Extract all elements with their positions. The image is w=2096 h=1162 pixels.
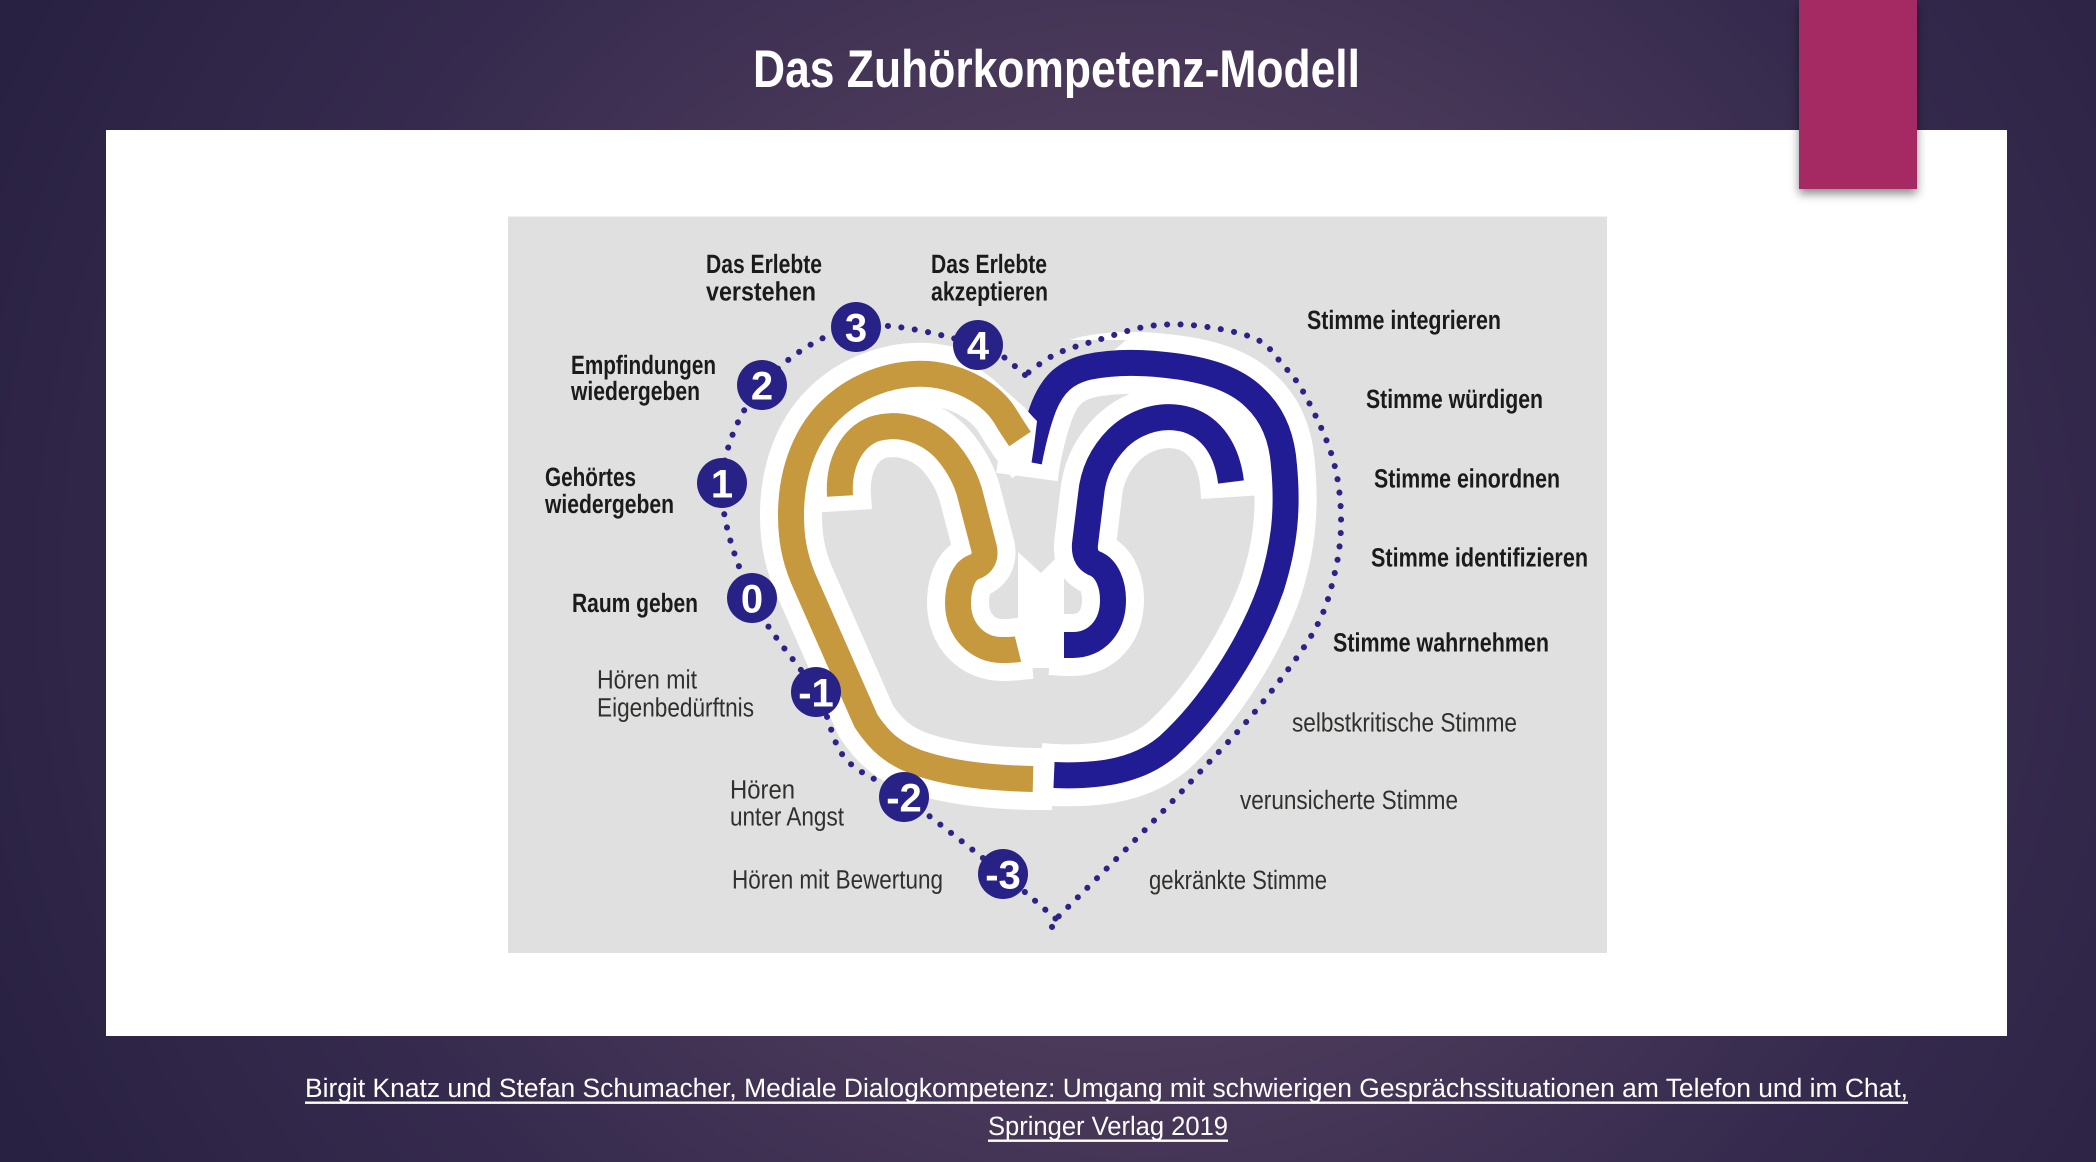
svg-text:Stimme einordnen: Stimme einordnen [1374, 464, 1560, 494]
svg-text:unter Angst: unter Angst [730, 802, 845, 832]
svg-text:Empfindungen: Empfindungen [571, 350, 716, 380]
svg-text:Das Zuhörkompetenz-Modell: Das Zuhörkompetenz-Modell [753, 40, 1360, 99]
svg-text:0: 0 [741, 577, 763, 621]
svg-text:selbstkritische Stimme: selbstkritische Stimme [1292, 708, 1517, 738]
svg-text:Stimme integrieren: Stimme integrieren [1307, 305, 1501, 335]
svg-text:wiedergeben: wiedergeben [544, 489, 674, 519]
svg-text:verunsicherte Stimme: verunsicherte Stimme [1240, 785, 1458, 815]
svg-text:4: 4 [967, 324, 990, 368]
svg-text:-1: -1 [798, 671, 834, 715]
svg-text:Springer Verlag 2019: Springer Verlag 2019 [988, 1111, 1228, 1141]
svg-text:-3: -3 [985, 853, 1021, 897]
svg-text:Das Erlebte: Das Erlebte [706, 249, 822, 279]
svg-text:Das Erlebte: Das Erlebte [931, 249, 1047, 279]
svg-text:2: 2 [751, 364, 773, 408]
svg-text:Gehörtes: Gehörtes [545, 462, 636, 492]
svg-text:1: 1 [711, 462, 733, 506]
svg-text:akzeptieren: akzeptieren [931, 277, 1048, 307]
svg-text:Eigenbedürftnis: Eigenbedürftnis [597, 693, 754, 723]
svg-text:gekränkte Stimme: gekränkte Stimme [1149, 865, 1327, 895]
svg-text:wiedergeben: wiedergeben [570, 376, 700, 406]
svg-text:Stimme identifizieren: Stimme identifizieren [1371, 543, 1588, 573]
svg-text:Stimme würdigen: Stimme würdigen [1366, 384, 1543, 414]
svg-text:Stimme wahrnehmen: Stimme wahrnehmen [1333, 628, 1549, 658]
svg-text:Hören mit: Hören mit [597, 665, 698, 695]
svg-text:-2: -2 [886, 776, 922, 820]
svg-text:Hören mit Bewertung: Hören mit Bewertung [732, 865, 943, 895]
svg-text:Raum geben: Raum geben [572, 588, 698, 618]
svg-text:verstehen: verstehen [706, 277, 816, 307]
svg-text:Birgit Knatz und Stefan Schuma: Birgit Knatz und Stefan Schumacher, Medi… [305, 1073, 1908, 1103]
svg-text:3: 3 [845, 306, 867, 350]
svg-text:Hören: Hören [730, 775, 795, 805]
